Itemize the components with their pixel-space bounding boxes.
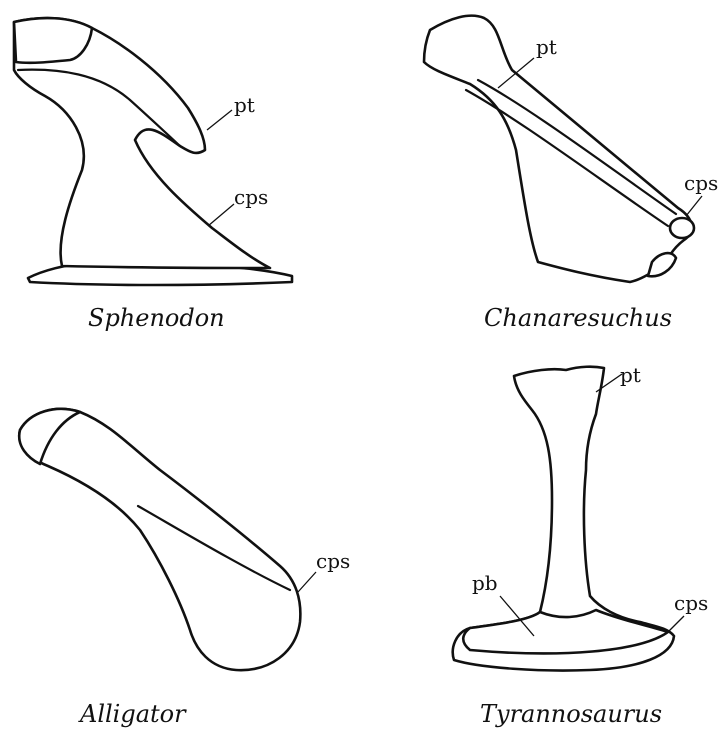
sphenodon-pt-label: pt	[234, 93, 255, 117]
sphenodon-cps-label: cps	[234, 185, 268, 209]
tyrannosaurus-pt-label: pt	[620, 363, 641, 387]
tyrannosaurus-bone	[453, 367, 674, 671]
sphenodon-bone	[14, 18, 292, 285]
chanaresuchus-bone	[424, 16, 694, 282]
alligator-caption: Alligator	[78, 700, 187, 728]
sphenodon-panel: pt cps Sphenodon	[14, 18, 292, 332]
chanaresuchus-panel: pt cps Chanaresuchus	[424, 16, 718, 332]
chanaresuchus-cps-label: cps	[684, 171, 718, 195]
sphenodon-pt-leader	[207, 110, 232, 130]
sphenodon-caption: Sphenodon	[88, 304, 225, 332]
alligator-cps-leader	[298, 572, 316, 592]
sphenodon-cps-leader	[208, 204, 234, 226]
tyrannosaurus-panel: pt pb cps Tyrannosaurus	[453, 363, 708, 728]
alligator-cps-label: cps	[316, 549, 350, 573]
alligator-panel: cps Alligator	[19, 409, 350, 728]
tyrannosaurus-pb-label: pb	[472, 571, 498, 595]
chanaresuchus-cps-leader	[686, 196, 702, 216]
alligator-bone	[19, 409, 300, 670]
chanaresuchus-caption: Chanaresuchus	[484, 304, 672, 332]
chanaresuchus-pt-label: pt	[536, 35, 557, 59]
tyrannosaurus-cps-label: cps	[674, 591, 708, 615]
tyrannosaurus-cps-leader	[668, 616, 684, 632]
tyrannosaurus-caption: Tyrannosaurus	[480, 700, 662, 728]
